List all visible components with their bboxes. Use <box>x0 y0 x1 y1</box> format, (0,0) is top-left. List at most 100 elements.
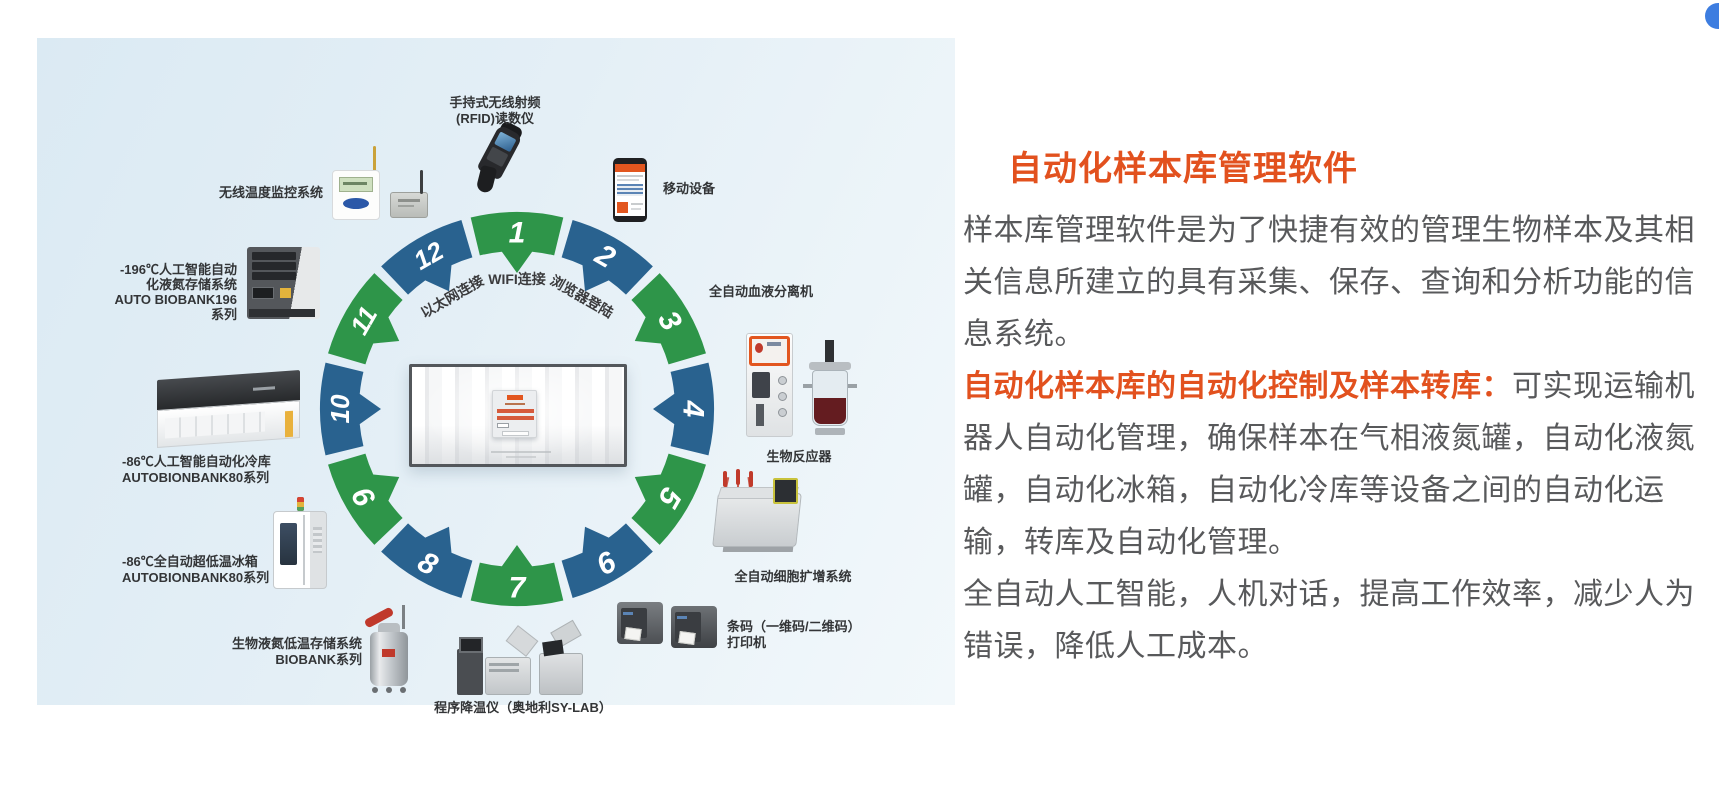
paragraph-1: 样本库管理软件是为了快捷有效的管理生物样本及其相关信息所建立的具有采集、保存、查… <box>963 214 1695 351</box>
side-vents <box>313 527 322 553</box>
login-title-line <box>505 403 525 405</box>
ring-segment-5 <box>631 453 706 545</box>
password-field <box>497 416 534 420</box>
culture-liquid <box>814 398 846 424</box>
knob-icon <box>778 376 787 385</box>
ring-segment-1 <box>470 211 564 273</box>
label-bioreactor: 生物反应器 <box>766 449 832 464</box>
label-cooling-device: 程序降温仪（奥地利SY-LAB） <box>434 700 612 715</box>
label-barcode-printer: 条码（一维码/二维码） 打印机 <box>727 619 861 650</box>
freezer-window <box>280 523 297 565</box>
ring-segment-3 <box>631 273 706 365</box>
management-software-monitor-image <box>409 364 627 467</box>
qr-code-icon <box>617 202 628 213</box>
module-label-line2 <box>398 205 414 207</box>
caster-wheel <box>386 687 392 693</box>
printer-logo <box>623 612 633 615</box>
cabinet-slat <box>252 262 296 270</box>
label-cold-room: -86℃人工智能自动化冷库 AUTOBIONBANK80系列 <box>122 454 271 485</box>
phone-text-line3 <box>631 203 643 205</box>
remember-checkbox <box>497 423 509 428</box>
ult-freezer-image <box>273 497 329 593</box>
phone-text-line <box>617 175 643 177</box>
lamp-yellow <box>297 502 304 507</box>
corner-dot-icon <box>1705 3 1719 29</box>
signal-lamp-icon <box>297 497 304 511</box>
knob-icon <box>778 408 787 417</box>
antenna-icon <box>373 146 376 172</box>
username-field <box>497 409 534 413</box>
separator-panel <box>752 372 770 398</box>
label-slip <box>624 626 642 642</box>
paragraph-3: 全自动人工智能，人机对话，提高工作效率，减少人为错误，降低人工成本。 <box>963 578 1695 663</box>
ring-number-10: 10 <box>325 394 355 423</box>
expansion-base <box>722 547 794 552</box>
mobile-device-image <box>613 158 647 222</box>
caster-wheel <box>400 687 406 693</box>
blood-separator-image <box>746 333 793 437</box>
sample-tube <box>749 471 753 487</box>
blood-bag-graphic <box>755 343 763 353</box>
rfid-body-group <box>464 119 543 201</box>
cabinet-yellow-badge <box>280 288 291 298</box>
ring-inner-label: WIFI连接 <box>488 271 546 287</box>
monitor-screen <box>412 367 624 464</box>
wireless-temp-monitor-image <box>332 146 432 222</box>
cabinet-slat <box>252 272 296 280</box>
bioreactor-image <box>803 340 857 437</box>
phone-table-rows <box>617 184 643 196</box>
brand-oval <box>343 198 369 209</box>
vessel-arm-left <box>803 384 813 388</box>
automated-cold-room-image <box>157 370 307 451</box>
barcode-printers-image <box>617 602 727 662</box>
ring-segment-4 <box>653 362 715 456</box>
label-ult-freezer: -86℃全自动超低温冰箱 AUTOBIONBANK80系列 <box>122 554 270 585</box>
cell-expansion-system-image <box>712 469 806 555</box>
description-text: 样本库管理软件是为了快捷有效的管理生物样本及其相关信息所建立的具有采集、保存、查… <box>963 205 1703 673</box>
phone-text-line2 <box>617 179 639 181</box>
label-slip <box>678 630 696 646</box>
sample-tube <box>723 471 727 487</box>
label-blood-separator: 全自动血液分离机 <box>708 284 813 299</box>
coldroom-door-strip <box>285 410 293 438</box>
paragraph-2: 自动化样本库的自动化控制及样本转库：可实现运输机器人自动化管理，确保样本在气相液… <box>963 361 1703 569</box>
separator-slot <box>756 404 764 426</box>
module-antenna-icon <box>420 170 423 194</box>
ln2-dewar-image <box>362 605 416 695</box>
barcode-printer-2 <box>671 606 717 648</box>
paragraph-2-rest: 可实现运输机器人自动化管理，确保样本在气相液氮罐，自动化液氮罐，自动化冰箱，自动… <box>963 370 1695 559</box>
software-logo-icon <box>507 395 523 400</box>
ring-number-7: 7 <box>509 571 527 604</box>
label-cell-expansion: 全自动细胞扩增系统 <box>734 569 852 584</box>
vessel-arm-right <box>847 384 857 388</box>
printer-logo <box>677 616 687 619</box>
dewar-neck <box>378 623 400 633</box>
cabinet-display <box>252 287 274 299</box>
ring-segment-6 <box>561 523 653 598</box>
freezer-unit-2 <box>539 653 583 695</box>
dewar-label <box>382 649 395 657</box>
control-tower <box>457 649 483 695</box>
login-button <box>502 431 529 436</box>
auto-ln2-cabinet-image <box>247 247 320 322</box>
door-seam <box>303 515 305 585</box>
ring-segment-12 <box>381 220 473 295</box>
screen-readout <box>767 342 781 346</box>
screen-footer-line <box>491 451 551 453</box>
lcd-reading <box>343 182 367 185</box>
tower-screen <box>459 637 483 653</box>
sample-tube <box>736 469 740 485</box>
stirrer-motor <box>825 340 834 364</box>
screen-footer-line2 <box>506 456 536 458</box>
phone-app-header <box>615 164 645 172</box>
label-ln2-storage: 生物液氮低温存储系统 BIOBANK系列 <box>231 636 362 667</box>
paragraph-2-highlight: 自动化样本库的自动化控制及样本转库： <box>963 370 1512 403</box>
label-auto-ln2-196: -196℃人工智能自动 化液氮存储系统 AUTO BIOBANK196 系列 <box>114 262 237 322</box>
label-mobile-device: 移动设备 <box>663 181 716 196</box>
ring-segment-10 <box>319 362 381 456</box>
ring-segment-8 <box>381 523 473 598</box>
vessel-lid <box>809 362 851 370</box>
